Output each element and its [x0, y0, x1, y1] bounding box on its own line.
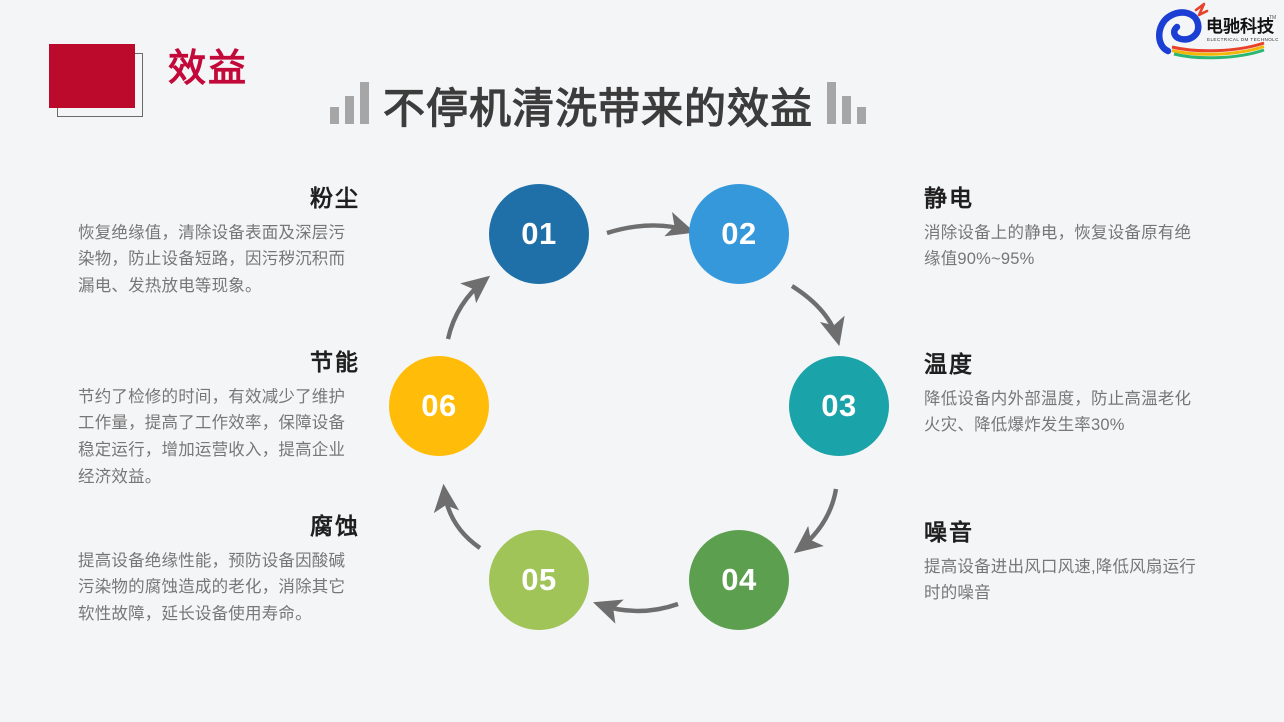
info-block-temperature: 温度 降低设备内外部温度，防止高温老化火灾、降低爆炸发生率30%: [924, 350, 1206, 439]
arrow-02-to-03: [790, 284, 845, 347]
company-logo: 电驰科技 ELECTRICAL DM TECHNOLOGY TM: [1152, 2, 1284, 60]
cycle-node-04[interactable]: 04: [689, 530, 789, 630]
info-block-energy-saving: 节能 节约了检修的时间，有效减少了维护工作量，提高了工作效率，保障设备稳定运行，…: [78, 348, 360, 491]
info-block-heading: 静电: [924, 185, 974, 211]
info-block-heading: 粉尘: [310, 185, 360, 211]
arrow-06-to-01: [445, 275, 491, 340]
info-block-static-electricity: 静电 消除设备上的静电，恢复设备原有绝缘值90%~95%: [924, 184, 1206, 273]
cycle-node-label: 02: [721, 216, 757, 251]
arrow-05-to-06: [433, 483, 482, 550]
cycle-node-03[interactable]: 03: [789, 356, 889, 456]
title-row: 不停机清洗带来的效益: [330, 68, 867, 132]
arrow-01-to-02: [606, 211, 696, 237]
info-block-body: 恢复绝缘值，清除设备表面及深层污染物，防止设备短路，因污秽沉积而漏电、发热放电等…: [78, 223, 346, 296]
cycle-node-06[interactable]: 06: [389, 356, 489, 456]
info-block-corrosion: 腐蚀 提高设备绝缘性能，预防设备因酸碱污染物的腐蚀造成的老化，消除其它软性故障，…: [78, 512, 360, 628]
cycle-node-label: 06: [421, 388, 457, 423]
info-block-heading: 温度: [924, 351, 974, 377]
info-block-body: 降低设备内外部温度，防止高温老化火灾、降低爆炸发生率30%: [924, 389, 1192, 435]
cycle-node-05[interactable]: 05: [489, 530, 589, 630]
info-block-noise: 噪音 提高设备进出风口风速,降低风扇运行时的噪音: [924, 518, 1206, 607]
svg-text:ELECTRICAL DM TECHNOLOGY: ELECTRICAL DM TECHNOLOGY: [1207, 37, 1278, 42]
cycle-node-01[interactable]: 01: [489, 184, 589, 284]
cycle-node-label: 01: [521, 216, 557, 251]
info-block-heading: 腐蚀: [310, 513, 360, 539]
logo-icon: 电驰科技 ELECTRICAL DM TECHNOLOGY TM: [1156, 2, 1284, 60]
page-title: 不停机清洗带来的效益: [383, 85, 814, 132]
cycle-diagram: 01 02 03 04 05 06: [360, 155, 920, 660]
section-label: 效益: [168, 48, 249, 90]
svg-text:TM: TM: [1269, 15, 1276, 21]
bar-chart-ascending-icon: [330, 78, 369, 130]
cycle-arrows: [433, 211, 845, 624]
info-block-body: 消除设备上的静电，恢复设备原有绝缘值90%~95%: [924, 223, 1192, 269]
bar-chart-descending-icon: [827, 78, 867, 130]
cycle-node-label: 04: [721, 562, 757, 597]
cycle-node-label: 05: [521, 562, 557, 597]
info-block-body: 提高设备进出风口风速,降低风扇运行时的噪音: [924, 557, 1196, 603]
arrow-03-to-04: [793, 488, 839, 554]
info-block-heading: 噪音: [924, 519, 974, 545]
cycle-node-02[interactable]: 02: [689, 184, 789, 284]
svg-text:电驰科技: 电驰科技: [1206, 16, 1275, 36]
section-badge-fill: [49, 44, 135, 108]
section-badge: [49, 44, 143, 118]
info-block-heading: 节能: [310, 349, 360, 375]
info-block-body: 提高设备绝缘性能，预防设备因酸碱污染物的腐蚀造成的老化，消除其它软性故障，延长设…: [78, 551, 346, 624]
info-block-dust: 粉尘 恢复绝缘值，清除设备表面及深层污染物，防止设备短路，因污秽沉积而漏电、发热…: [78, 184, 360, 300]
arrow-04-to-05: [593, 599, 679, 624]
info-block-body: 节约了检修的时间，有效减少了维护工作量，提高了工作效率，保障设备稳定运行，增加运…: [78, 387, 346, 486]
cycle-node-label: 03: [821, 388, 857, 423]
